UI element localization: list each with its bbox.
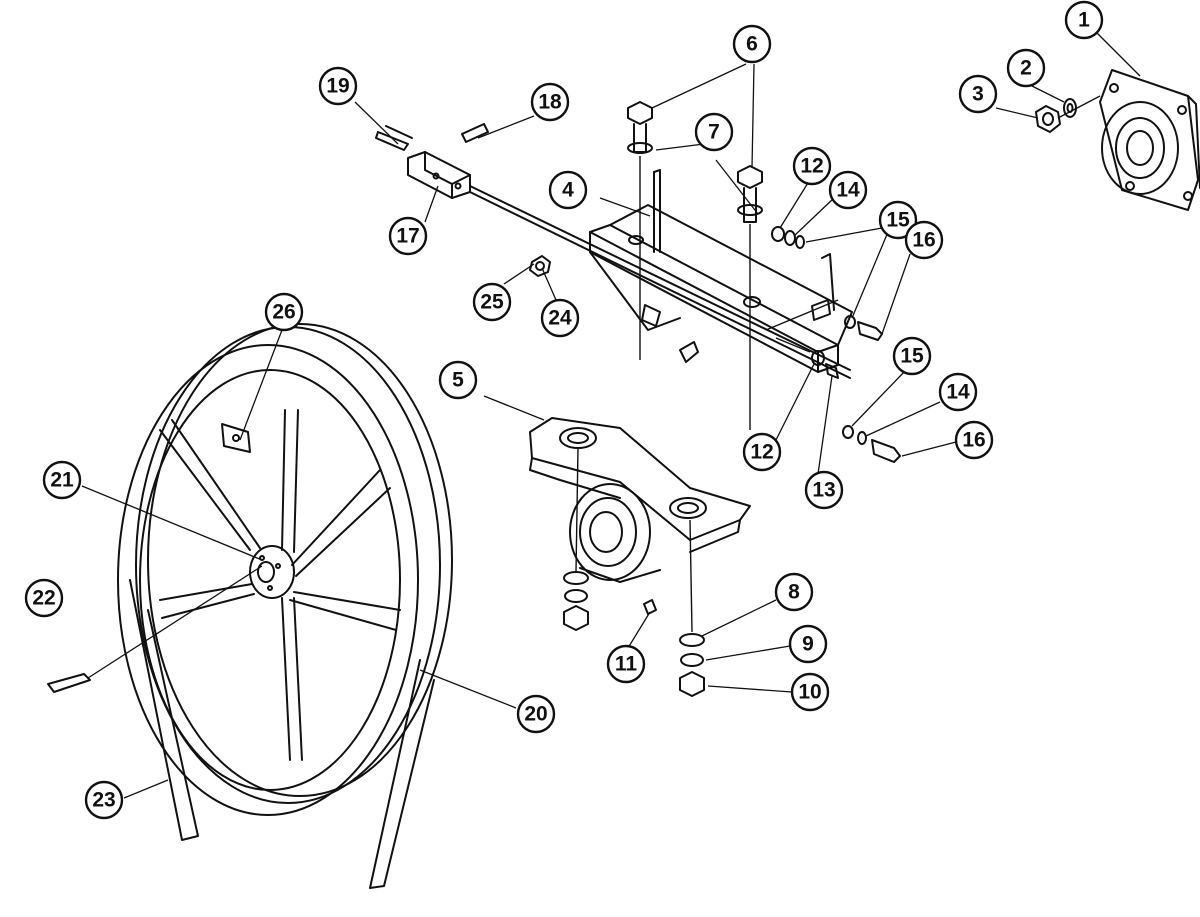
callout-11: 11 bbox=[606, 644, 646, 684]
bolt-part-19 bbox=[375, 125, 413, 151]
svg-text:6: 6 bbox=[746, 33, 758, 56]
svg-text:25: 25 bbox=[480, 291, 504, 314]
callout-20: 20 bbox=[516, 694, 556, 734]
svg-text:12: 12 bbox=[800, 155, 823, 178]
svg-text:10: 10 bbox=[798, 681, 821, 704]
callout-16-upper: 16 bbox=[904, 220, 944, 260]
svg-text:22: 22 bbox=[32, 587, 55, 610]
lower-hardware-right bbox=[679, 633, 705, 697]
screw-part-18 bbox=[461, 123, 489, 143]
adjuster-part-13 bbox=[775, 337, 839, 379]
svg-text:12: 12 bbox=[750, 441, 773, 464]
svg-text:11: 11 bbox=[615, 653, 638, 676]
svg-text:8: 8 bbox=[788, 581, 800, 604]
svg-text:16: 16 bbox=[912, 229, 935, 252]
svg-text:23: 23 bbox=[92, 789, 115, 812]
callout-10: 10 bbox=[790, 672, 830, 712]
belt-part-23 bbox=[129, 579, 435, 889]
svg-text:16: 16 bbox=[962, 429, 985, 452]
callout-26: 26 bbox=[264, 292, 304, 332]
svg-text:5: 5 bbox=[452, 369, 464, 392]
callout-3: 3 bbox=[958, 74, 998, 114]
svg-text:1: 1 bbox=[1078, 9, 1090, 32]
bolt-part-16-upper bbox=[844, 315, 883, 341]
flange-bearing bbox=[1099, 69, 1200, 211]
callout-9: 9 bbox=[788, 624, 828, 664]
hardware-stack-upper bbox=[771, 226, 805, 249]
callout-18: 18 bbox=[530, 82, 570, 122]
callout-16-lower: 16 bbox=[954, 420, 994, 460]
callout-14-lower: 14 bbox=[938, 372, 978, 412]
callout-12-lower: 12 bbox=[742, 432, 782, 472]
callout-6: 6 bbox=[732, 24, 772, 64]
key-part-22 bbox=[47, 565, 263, 693]
svg-text:21: 21 bbox=[50, 469, 74, 492]
pillow-block-part-5 bbox=[529, 417, 751, 583]
callout-4: 4 bbox=[548, 170, 588, 210]
callout-17: 17 bbox=[388, 216, 428, 256]
svg-text:15: 15 bbox=[900, 345, 924, 368]
svg-text:4: 4 bbox=[562, 179, 574, 202]
lower-hardware-left bbox=[563, 571, 589, 631]
bolt-part-6-right bbox=[737, 165, 763, 223]
svg-text:3: 3 bbox=[972, 83, 984, 106]
callout-15-upper: 15 bbox=[878, 200, 918, 240]
large-pulley-part-20 bbox=[117, 323, 453, 816]
callout-12-upper: 12 bbox=[792, 146, 832, 186]
svg-text:17: 17 bbox=[396, 225, 419, 248]
callout-21: 21 bbox=[42, 460, 82, 500]
callout-14-upper: 14 bbox=[828, 170, 868, 210]
svg-text:15: 15 bbox=[886, 209, 910, 232]
svg-text:18: 18 bbox=[538, 91, 562, 114]
svg-text:14: 14 bbox=[836, 179, 860, 202]
callout-7-left: 7 bbox=[694, 112, 734, 152]
callout-13: 13 bbox=[804, 470, 844, 510]
callout-23: 23 bbox=[84, 780, 124, 820]
svg-text:9: 9 bbox=[802, 633, 814, 656]
svg-text:7: 7 bbox=[708, 121, 720, 144]
adjuster-block-part-17 bbox=[407, 151, 851, 379]
callout-15-lower: 15 bbox=[892, 336, 932, 376]
svg-text:26: 26 bbox=[272, 301, 295, 324]
svg-text:2: 2 bbox=[1020, 57, 1032, 80]
svg-text:24: 24 bbox=[548, 307, 572, 330]
callout-25: 25 bbox=[472, 282, 512, 322]
svg-text:13: 13 bbox=[812, 479, 835, 502]
grease-fitting-center bbox=[679, 341, 699, 363]
svg-text:19: 19 bbox=[326, 75, 349, 98]
callout-19: 19 bbox=[318, 66, 358, 106]
hardware-stack-lower bbox=[842, 425, 901, 463]
setscrew-part-11 bbox=[643, 599, 657, 615]
fittings-part-24-25 bbox=[529, 255, 551, 277]
callout-24: 24 bbox=[540, 298, 580, 338]
callout-5: 5 bbox=[438, 360, 478, 400]
callout-2: 2 bbox=[1006, 48, 1046, 88]
nut-part-3 bbox=[1035, 105, 1061, 133]
bolt-part-6-left bbox=[627, 101, 653, 154]
callout-22: 22 bbox=[24, 578, 64, 618]
callout-8: 8 bbox=[774, 572, 814, 612]
callout-1: 1 bbox=[1064, 0, 1104, 40]
svg-text:14: 14 bbox=[946, 381, 970, 404]
svg-text:20: 20 bbox=[524, 703, 547, 726]
